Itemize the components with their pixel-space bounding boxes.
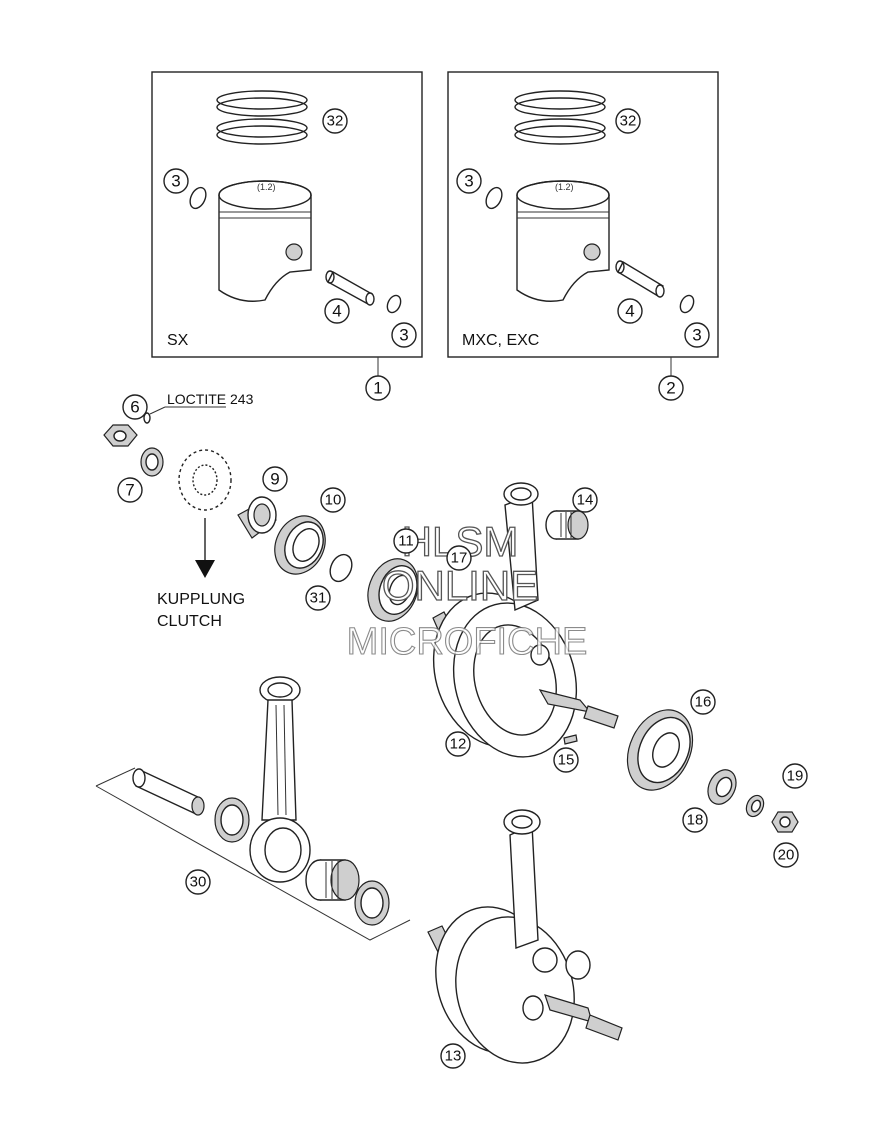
svg-text:14: 14 (577, 492, 594, 509)
callout-6: 6 (122, 394, 148, 420)
clutch-label-de: KUPPLUNG (157, 591, 245, 608)
callout-3-right-top: 3 (456, 168, 482, 194)
svg-text:30: 30 (190, 874, 207, 891)
callout-3-right-bottom: 3 (684, 322, 710, 348)
piston-ring-icon (514, 90, 606, 110)
o-ring-icon (329, 553, 353, 583)
crank-pin-icon (132, 768, 205, 816)
circlip-icon (485, 186, 503, 210)
circlip-icon (679, 294, 695, 314)
watermark: HLSM ONLINE MICROFICHE (346, 517, 588, 663)
callout-31: 31 (305, 585, 331, 611)
loctite-note: LOCTITE 243 (167, 391, 254, 407)
woodruff-key-icon (563, 734, 578, 745)
svg-text:15: 15 (558, 752, 575, 769)
callout-14: 14 (572, 487, 598, 513)
svg-text:16: 16 (695, 694, 712, 711)
callout-4-left: 4 (324, 298, 350, 324)
nut-right-icon (771, 811, 799, 833)
svg-text:7: 7 (125, 481, 134, 500)
callout-4-right: 4 (617, 298, 643, 324)
callout-10: 10 (320, 487, 346, 513)
callout-13: 13 (440, 1043, 466, 1069)
watermark-line2: ONLINE (382, 562, 538, 609)
main-bearing-right-icon (626, 709, 694, 791)
svg-text:3: 3 (464, 172, 473, 191)
watermark-line3: MICROFICHE (347, 621, 588, 663)
piston-icon: (1.2) (516, 180, 610, 302)
svg-text:31: 31 (310, 590, 327, 607)
callout-19: 19 (782, 763, 808, 789)
svg-text:4: 4 (332, 302, 341, 321)
box-label-sx: SX (167, 332, 189, 349)
callout-2: 2 (658, 375, 684, 401)
svg-text:11: 11 (398, 533, 414, 550)
washer-right-icon (745, 794, 765, 818)
piston-icon: (1.2) (218, 180, 312, 302)
washer-icon (140, 447, 164, 477)
piston-kit-mxc-exc-box: (1.2) MXC, EXC (447, 71, 719, 358)
callout-11: 11 (393, 528, 419, 554)
main-bearing-icon (367, 558, 419, 622)
callout-20: 20 (773, 842, 799, 868)
crankshaft-icon (432, 482, 619, 758)
circlip-icon (386, 294, 402, 314)
callout-18: 18 (682, 807, 708, 833)
svg-text:3: 3 (171, 172, 180, 191)
circlip-icon (189, 186, 207, 210)
callout-12: 12 (445, 731, 471, 757)
shaft-seal-icon (274, 515, 326, 575)
callouts: 32 3 4 3 32 3 4 3 1 2 6 7 9 10 31 11 17 … (117, 108, 808, 1069)
svg-text:1: 1 (373, 379, 382, 398)
svg-text:20: 20 (778, 847, 795, 864)
nut-icon (103, 424, 138, 447)
callout-9: 9 (262, 466, 288, 492)
svg-text:13: 13 (445, 1048, 462, 1065)
callout-3-left-bottom: 3 (391, 322, 417, 348)
svg-text:9: 9 (270, 470, 279, 489)
svg-text:(1.2): (1.2) (257, 182, 276, 192)
clutch-label-en: CLUTCH (157, 613, 222, 630)
loctite-dot-icon (143, 412, 151, 424)
svg-text:12: 12 (450, 736, 467, 753)
box-label-mxc-exc: MXC, EXC (462, 332, 539, 349)
svg-text:4: 4 (625, 302, 634, 321)
piston-ring-icon (216, 90, 308, 110)
svg-text:3: 3 (692, 326, 701, 345)
needle-bearing-icon (545, 510, 589, 540)
spacer-right-icon (707, 769, 737, 805)
svg-text:32: 32 (620, 113, 637, 130)
svg-text:32: 32 (327, 113, 344, 130)
callout-7: 7 (117, 477, 143, 503)
callout-15: 15 (553, 747, 579, 773)
svg-text:19: 19 (787, 768, 804, 785)
svg-text:6: 6 (130, 398, 139, 417)
svg-text:18: 18 (687, 812, 704, 829)
conrod-kit-group (95, 676, 411, 941)
callout-17: 17 (446, 545, 472, 571)
piston-pin-icon (325, 270, 375, 306)
needle-bearing-icon (305, 859, 360, 901)
callout-30: 30 (185, 869, 211, 895)
crankshaft-assembly-icon (427, 809, 623, 1064)
svg-text:(1.2): (1.2) (555, 182, 574, 192)
svg-text:17: 17 (451, 550, 468, 567)
piston-pin-icon (615, 260, 665, 298)
connecting-rod-icon (249, 676, 311, 883)
svg-text:2: 2 (666, 379, 675, 398)
callout-32-left: 32 (322, 108, 348, 134)
piston-kit-sx-box: (1.2) SX (151, 71, 423, 358)
svg-text:10: 10 (325, 492, 342, 509)
callout-16: 16 (690, 689, 716, 715)
callout-3-left-top: 3 (163, 168, 189, 194)
spacer-icon (237, 496, 277, 539)
callout-1: 1 (365, 375, 391, 401)
clutch-gear-icon (178, 449, 232, 511)
callout-32-right: 32 (615, 108, 641, 134)
svg-text:3: 3 (399, 326, 408, 345)
